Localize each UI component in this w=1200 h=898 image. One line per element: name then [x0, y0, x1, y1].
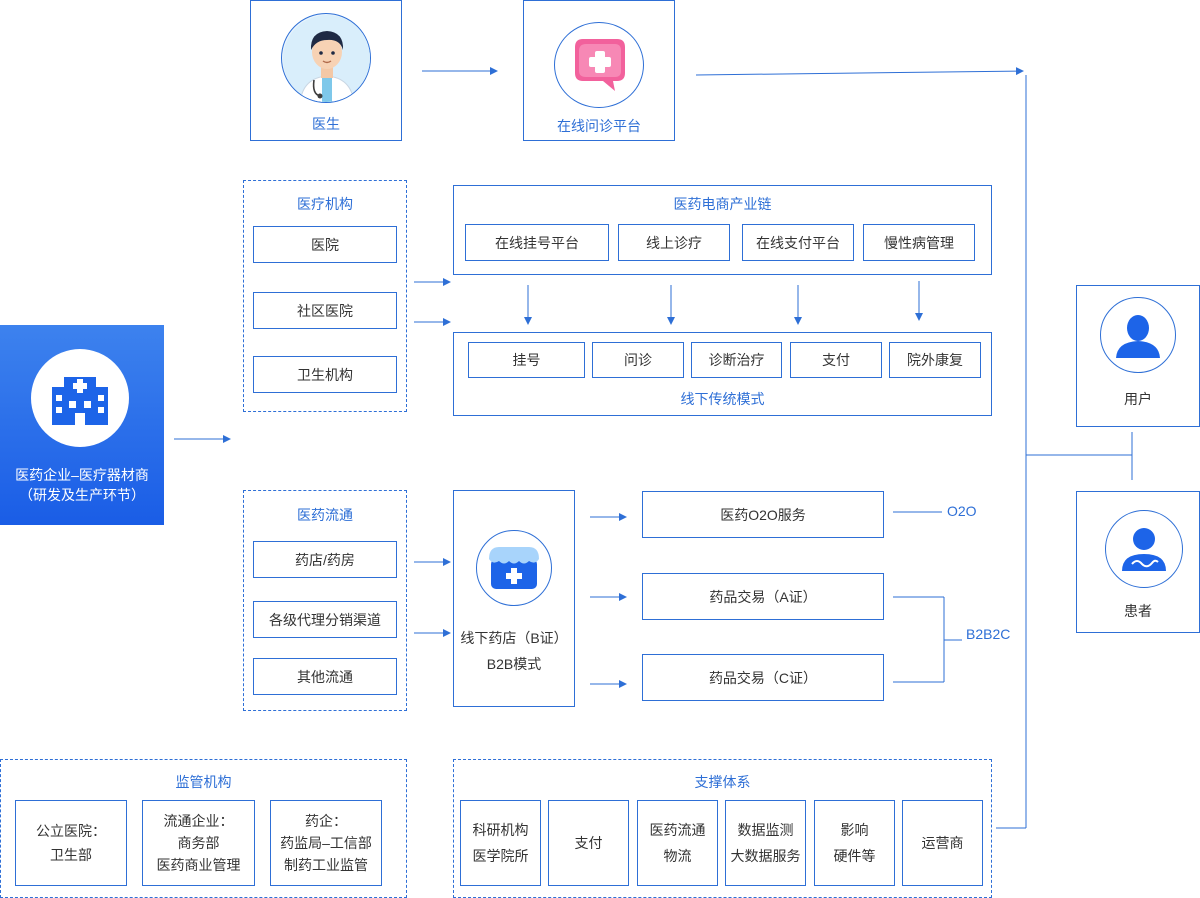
support-group: 支撑体系 科研机构 医学院所 支付 医药流通 物流 数据监测 大数据服务 影响 …	[453, 759, 992, 898]
support-hardware-line2: 硬件等	[833, 848, 876, 864]
medical-institutions-title: 医疗机构	[297, 196, 353, 212]
circulation-pharmacy[interactable]: 药店/药房	[253, 541, 397, 578]
regulator-circulation[interactable]: 流通企业： 商务部 医药商业管理	[142, 800, 255, 886]
hospital-building-icon	[31, 349, 129, 447]
doctor-card[interactable]: 医生	[250, 0, 402, 141]
support-research-line2: 医学院所	[472, 848, 529, 864]
pharmacy-store-icon	[476, 530, 552, 606]
offline-pharmacy-card[interactable]: 线下药店（B证） B2B模式	[453, 490, 575, 707]
regulator-public-hospital-line1: 公立医院：	[36, 823, 106, 839]
regulator-pharma-line2: 药监局–工信部	[280, 835, 372, 851]
support-logistics[interactable]: 医药流通 物流	[637, 800, 718, 886]
regulator-public-hospital[interactable]: 公立医院： 卫生部	[15, 800, 127, 886]
support-logistics-line2: 物流	[663, 848, 692, 864]
regulator-circulation-line3: 医药商业管理	[156, 857, 241, 873]
ecommerce-chain-title: 医药电商产业链	[673, 196, 772, 212]
offline-payment[interactable]: 支付	[790, 342, 882, 378]
b2b2c-tag: B2B2C	[966, 626, 1011, 642]
user-label: 用户	[1124, 391, 1152, 407]
circulation-agency-channels[interactable]: 各级代理分销渠道	[253, 601, 397, 638]
support-hardware[interactable]: 影响 硬件等	[814, 800, 895, 886]
support-operator[interactable]: 运营商	[902, 800, 983, 886]
medical-institutions-group: 医疗机构 医院 社区医院 卫生机构	[243, 180, 407, 412]
drug-trade-a[interactable]: 药品交易（A证）	[642, 573, 884, 620]
patient-icon	[1105, 510, 1183, 588]
offline-consultation[interactable]: 问诊	[592, 342, 684, 378]
chain-chronic-disease[interactable]: 慢性病管理	[863, 224, 975, 261]
support-research-line1: 科研机构	[472, 822, 529, 838]
o2o-service[interactable]: 医药O2O服务	[642, 491, 884, 538]
doctor-avatar-icon	[281, 13, 371, 103]
support-title: 支撑体系	[694, 774, 751, 790]
patient-label: 患者	[1124, 603, 1152, 619]
chain-online-payment[interactable]: 在线支付平台	[742, 224, 854, 261]
medical-chat-icon	[554, 22, 644, 108]
enterprise-card[interactable]: 医药企业–医疗器材商 （研发及生产环节）	[0, 325, 164, 525]
offline-pharmacy-line2: B2B模式	[486, 656, 542, 672]
regulator-circulation-line1: 流通企业：	[163, 813, 234, 829]
ecommerce-chain-group: 医药电商产业链 在线挂号平台 线上诊疗 在线支付平台 慢性病管理	[453, 185, 992, 275]
regulator-pharma[interactable]: 药企： 药监局–工信部 制药工业监管	[270, 800, 382, 886]
user-card[interactable]: 用户	[1076, 285, 1200, 427]
drug-circulation-title: 医药流通	[297, 507, 353, 523]
support-research[interactable]: 科研机构 医学院所	[460, 800, 541, 886]
drug-trade-c[interactable]: 药品交易（C证）	[642, 654, 884, 701]
online-consult-card[interactable]: 在线问诊平台	[523, 0, 675, 141]
institution-health-agency[interactable]: 卫生机构	[253, 356, 397, 393]
regulator-pharma-line1: 药企：	[305, 813, 347, 829]
offline-traditional-group: 挂号 问诊 诊断治疗 支付 院外康复 线下传统模式	[453, 332, 992, 416]
o2o-tag: O2O	[947, 503, 977, 519]
institution-community-hospital[interactable]: 社区医院	[253, 292, 397, 329]
user-icon	[1100, 297, 1176, 373]
regulators-title: 监管机构	[175, 774, 232, 790]
doctor-label: 医生	[312, 116, 340, 132]
enterprise-line1: 医药企业–医疗器材商	[15, 467, 149, 483]
support-data-line1: 数据监测	[737, 822, 794, 838]
offline-registration[interactable]: 挂号	[468, 342, 585, 378]
circulation-other[interactable]: 其他流通	[253, 658, 397, 695]
support-logistics-line1: 医药流通	[649, 822, 706, 838]
support-payment[interactable]: 支付	[548, 800, 629, 886]
regulators-group: 监管机构 公立医院： 卫生部 流通企业： 商务部 医药商业管理 药企： 药监局–…	[0, 759, 407, 898]
regulator-public-hospital-line2: 卫生部	[50, 847, 92, 863]
offline-pharmacy-line1: 线下药店（B证）	[460, 630, 568, 646]
offline-diagnosis[interactable]: 诊断治疗	[691, 342, 782, 378]
support-data-line2: 大数据服务	[730, 848, 801, 864]
chain-online-registration[interactable]: 在线挂号平台	[465, 224, 609, 261]
enterprise-line2: （研发及生产环节）	[19, 487, 145, 503]
institution-hospital[interactable]: 医院	[253, 226, 397, 263]
drug-circulation-group: 医药流通 药店/药房 各级代理分销渠道 其他流通	[243, 490, 407, 711]
online-consult-label: 在线问诊平台	[557, 118, 641, 134]
support-data[interactable]: 数据监测 大数据服务	[725, 800, 806, 886]
patient-card[interactable]: 患者	[1076, 491, 1200, 633]
chain-online-diagnosis[interactable]: 线上诊疗	[618, 224, 730, 261]
platform-to-users-arrow	[695, 67, 1024, 76]
offline-traditional-title: 线下传统模式	[680, 391, 765, 407]
offline-rehabilitation[interactable]: 院外康复	[889, 342, 981, 378]
support-hardware-line1: 影响	[840, 822, 869, 838]
regulator-circulation-line2: 商务部	[177, 835, 220, 851]
regulator-pharma-line3: 制药工业监管	[284, 857, 368, 873]
